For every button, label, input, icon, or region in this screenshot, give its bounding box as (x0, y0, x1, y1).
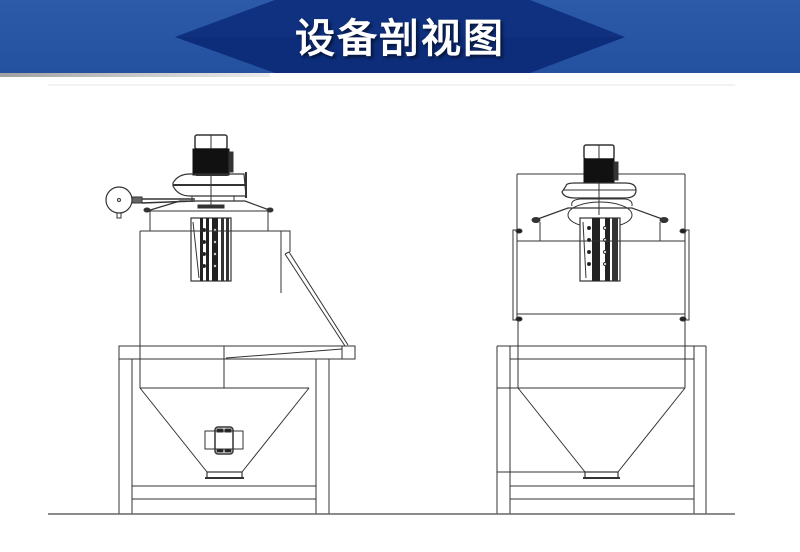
banner-hexagon-shape (175, 0, 625, 73)
banner-shadow (0, 73, 270, 77)
filter-cartridge-icon (190, 217, 232, 282)
support-frame (496, 345, 707, 514)
fan-housing (561, 182, 637, 229)
motor-icon (192, 134, 234, 176)
vibrator-icon (204, 426, 244, 455)
inclined-chute (284, 251, 349, 347)
header-banner: 设备剖视图 (0, 0, 800, 73)
front-section-view (496, 144, 707, 514)
conical-hopper (517, 387, 686, 479)
conical-hopper (139, 387, 310, 479)
filter-cartridge-icon (579, 217, 621, 282)
side-section-view (105, 134, 356, 514)
motor-icon (583, 144, 619, 184)
fan-housing (172, 172, 247, 205)
page-title: 设备剖视图 (295, 16, 505, 62)
support-frame (118, 345, 356, 514)
